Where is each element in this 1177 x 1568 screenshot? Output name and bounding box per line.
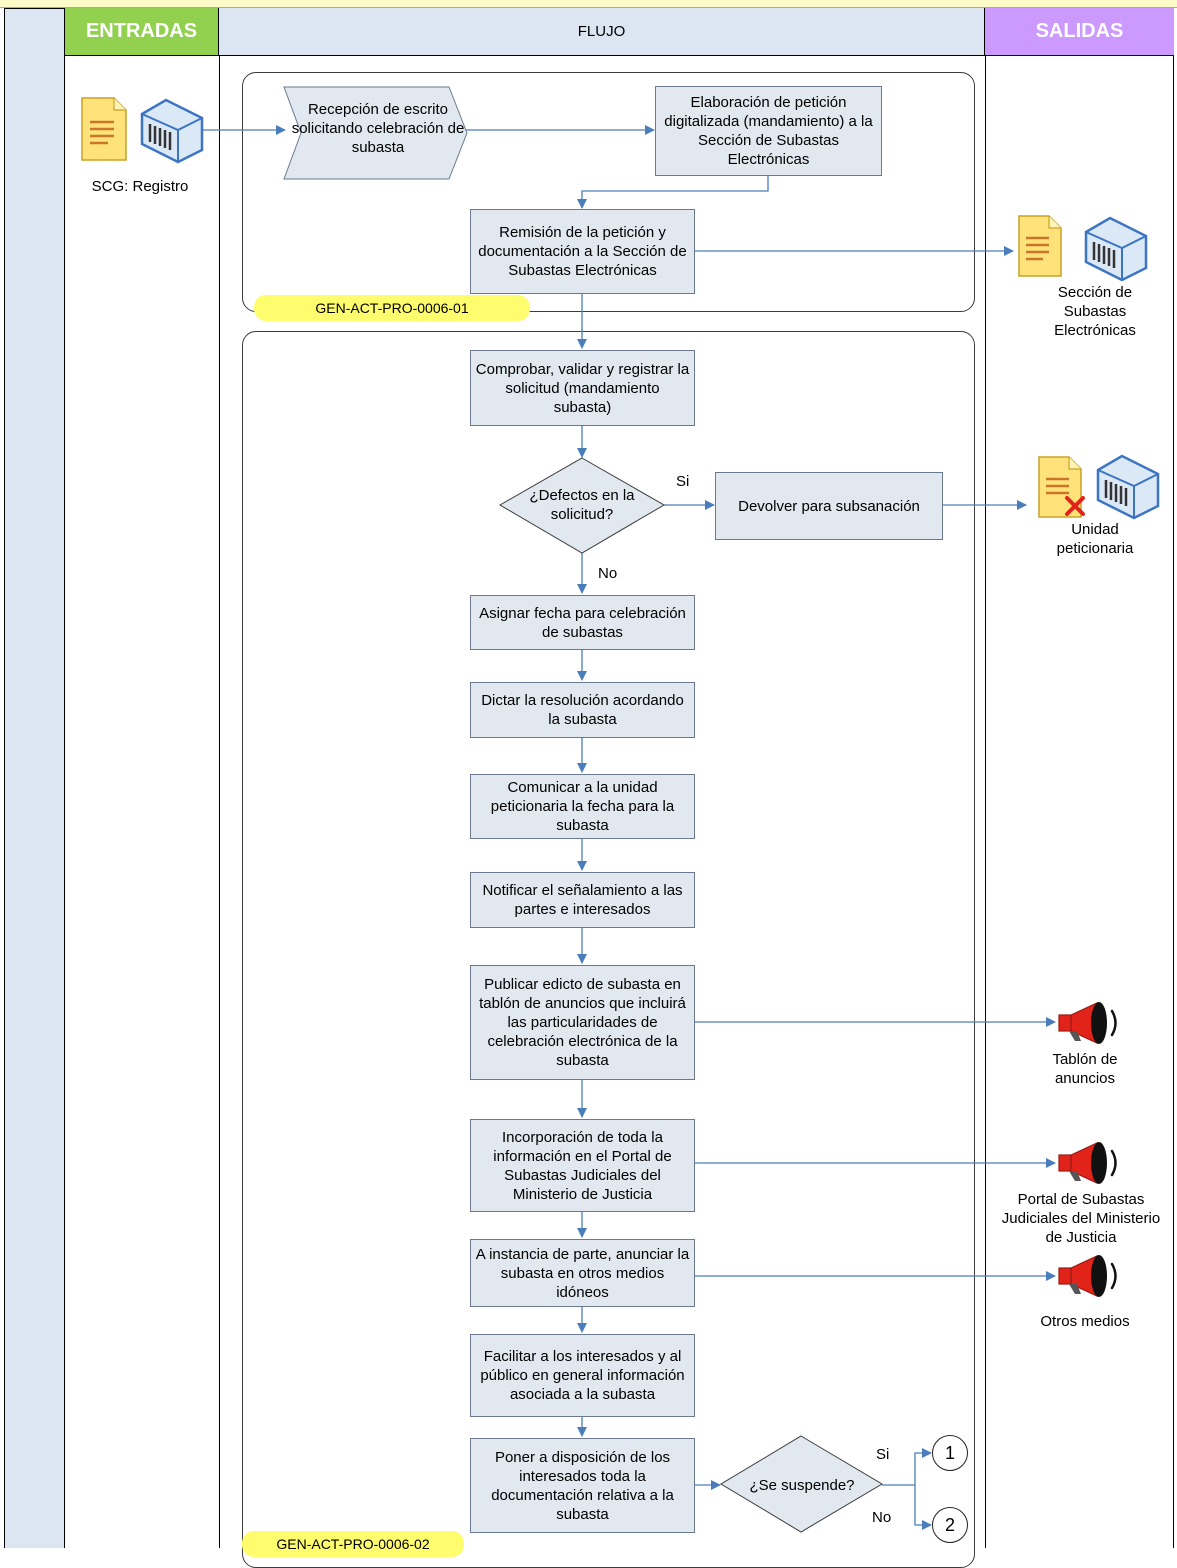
instancia-step: A instancia de parte, anunciar la subast… (470, 1239, 695, 1307)
connector-1: 1 (932, 1435, 968, 1471)
publicar-step: Publicar edicto de subasta en tablón de … (470, 965, 695, 1080)
poner-step: Poner a disposición de los interesados t… (470, 1438, 695, 1533)
group-2-tag: GEN-ACT-PRO-0006-02 (242, 1531, 464, 1557)
left-gutter (4, 8, 65, 1548)
incorporacion-step: Incorporación de toda la información en … (470, 1119, 695, 1212)
output-otros-label: Otros medios (1040, 1313, 1130, 1330)
reject-x-icon (1065, 496, 1085, 516)
server-icon (1096, 454, 1160, 520)
suspende-decision-shape (720, 1435, 883, 1533)
output-tablon-label: Tablón de anuncios (1052, 1051, 1118, 1087)
comunicar-step: Comunicar a la unidad peticionaria la fe… (470, 774, 695, 839)
remision-step: Remisión de la petición y documentación … (470, 209, 695, 294)
devolver-step: Devolver para subsanación (715, 472, 943, 540)
top-bar (0, 0, 1177, 8)
header-flujo: FLUJO (219, 8, 985, 56)
suspende-decision-label: ¿Se suspende? (749, 1477, 855, 1494)
dictar-step: Dictar la resolución acordando la subast… (470, 682, 695, 738)
defectos-decision-label: ¿Defectos en la solicitud? (529, 487, 635, 523)
elaboracion-step: Elaboración de petición digitalizada (ma… (655, 86, 882, 176)
output-unidad-label: Unidad peticionaria (1056, 521, 1134, 557)
server-icon (140, 98, 204, 164)
asignar-step: Asignar fecha para celebración de subast… (470, 595, 695, 650)
defectos-decision-shape (499, 457, 665, 554)
recepcion-step-shape (283, 86, 468, 180)
branch-si-suspende: Si (876, 1446, 890, 1463)
branch-si-defectos: Si (676, 473, 690, 490)
group-1-tag: GEN-ACT-PRO-0006-01 (254, 295, 530, 321)
branch-no-suspende: No (872, 1509, 892, 1526)
megaphone-icon (1058, 1255, 1117, 1297)
recepcion-step-label: Recepción de escrito solicitando celebra… (291, 101, 465, 156)
header-entradas: ENTRADAS (65, 8, 219, 56)
document-icon (81, 97, 127, 161)
megaphone-icon (1058, 1002, 1117, 1044)
document-icon (1018, 215, 1062, 277)
output-seccion-label: Sección de Subastas Electrónicas (1054, 284, 1136, 339)
server-icon (1084, 216, 1148, 282)
header-salidas: SALIDAS (985, 8, 1174, 56)
facilitar-step: Facilitar a los interesados y al público… (470, 1334, 695, 1417)
process-group-1 (242, 72, 975, 312)
column-divider (219, 56, 220, 1548)
comprobar-step: Comprobar, validar y registrar la solici… (470, 350, 695, 426)
connector-2: 2 (932, 1507, 968, 1543)
input-scg-registro-label: SCG: Registro (91, 178, 189, 195)
column-divider (985, 56, 986, 1548)
notificar-step: Notificar el señalamiento a las partes e… (470, 872, 695, 928)
branch-no-defectos: No (598, 565, 618, 582)
megaphone-icon (1058, 1142, 1117, 1184)
output-portal-label: Portal de Subastas Judiciales del Minist… (1001, 1191, 1161, 1246)
